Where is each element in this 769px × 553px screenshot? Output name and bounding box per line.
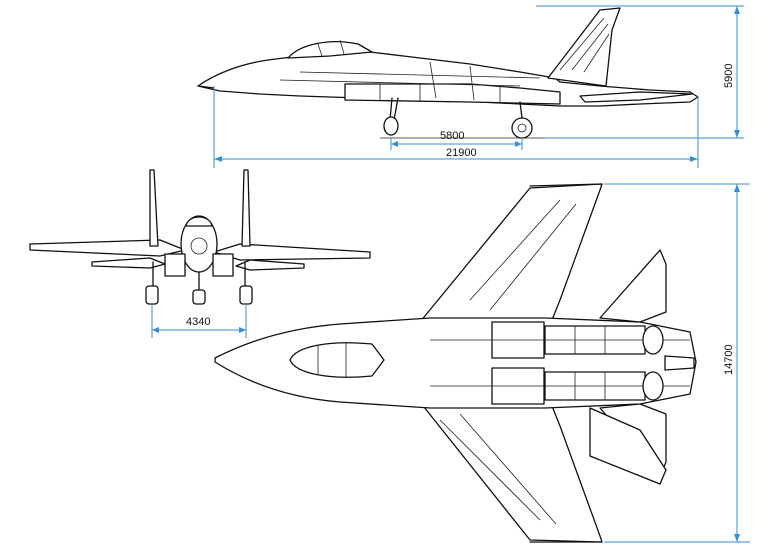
side-nose-probe: [197, 85, 215, 89]
wingspan-label: 14700: [723, 344, 735, 375]
track-label: 4340: [186, 316, 210, 328]
top-lower-wing: [419, 395, 603, 543]
front-right-fin: [241, 169, 251, 247]
front-nose-wheel: [192, 289, 206, 305]
side-view: [197, 7, 699, 139]
side-nacelle-lines: [379, 84, 501, 103]
side-canopy-frame: [317, 39, 345, 57]
top-lower-exhaust: [642, 371, 664, 401]
front-view-dimensions: 4340: [151, 304, 247, 338]
side-tail-panel-lines: [559, 17, 610, 73]
top-upper-vertical-tail: [599, 249, 667, 323]
length-label: 21900: [446, 147, 477, 159]
front-left-main-wheel: [145, 285, 159, 305]
side-main-wheel-hub: [517, 123, 527, 133]
top-wing-panel-lines: [439, 199, 577, 525]
side-nose-wheel: [383, 116, 399, 136]
side-panel-lines: [279, 61, 541, 101]
front-right-main-wheel: [239, 285, 253, 305]
front-left-intake: [164, 253, 186, 277]
top-canopy-frame: [317, 342, 347, 378]
top-tail-cone: [664, 355, 695, 371]
side-horizontal-stabilizer: [579, 91, 693, 103]
front-left-wing: [29, 239, 186, 257]
front-right-intake: [212, 253, 234, 277]
top-wingtip-rails: [529, 183, 603, 543]
height-label: 5900: [723, 64, 735, 88]
side-main-gear-strut: [519, 101, 523, 119]
side-main-wheel: [511, 117, 533, 139]
top-upper-exhaust: [642, 325, 664, 355]
front-left-stabilizer: [91, 257, 166, 269]
top-view-dimensions: 14700: [604, 183, 750, 543]
front-view: [29, 169, 371, 305]
side-nose-gear-strut: [389, 97, 399, 121]
side-canopy: [287, 41, 373, 59]
side-vertical-tail: [547, 7, 621, 87]
top-fuselage-panel-lines: [430, 326, 690, 400]
top-view: [214, 183, 697, 543]
front-right-wing: [213, 243, 371, 261]
side-view-dimensions: 21900 5800 5900: [213, 5, 744, 168]
front-main-gear-struts: [152, 261, 246, 287]
front-canopy: [185, 216, 213, 227]
front-nose-radome: [190, 237, 208, 255]
top-lower-stabilizer: [589, 407, 667, 485]
front-left-fin: [149, 169, 159, 247]
front-right-stabilizer: [235, 259, 305, 271]
top-canopy: [289, 342, 385, 378]
wheelbase-label: 5800: [440, 130, 464, 142]
